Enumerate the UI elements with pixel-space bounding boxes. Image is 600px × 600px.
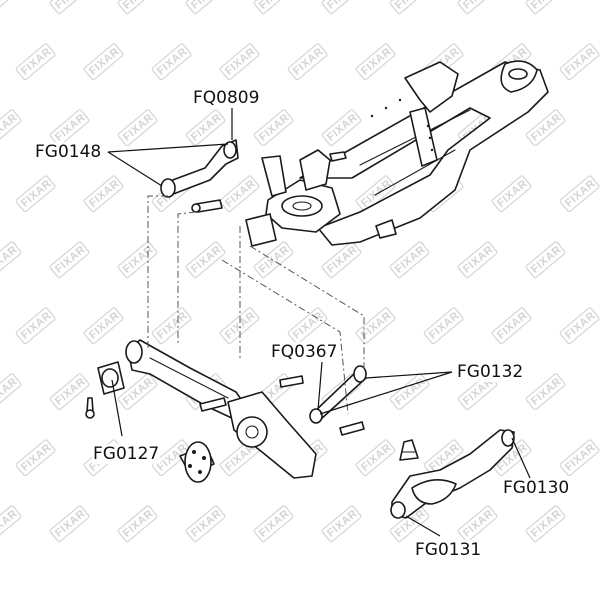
watermark-logo: FIXAR [0,241,22,279]
watermark-logo: FIXAR [15,439,56,477]
watermark-logo: FIXAR [287,43,328,81]
watermark-logo: FIXAR [0,0,22,15]
watermark-logo: FIXAR [253,505,294,543]
svg-text:FIXAR: FIXAR [257,0,292,12]
watermark-logo: FIXAR [83,307,124,345]
watermark-logo: FIXAR [559,43,600,81]
watermark-logo: FIXAR [185,241,226,279]
watermark-logo: FIXAR [151,307,192,345]
lower-control-arm [390,429,515,519]
svg-text:FIXAR: FIXAR [461,0,496,12]
label-fq0809: FQ0809 [192,88,261,108]
watermark-logo: FIXAR [355,307,396,345]
watermark-logo: FIXAR [49,0,90,15]
watermark-logo: FIXAR [253,109,294,147]
watermark-logo: FIXAR [321,0,362,15]
watermark-logo: FIXAR [491,175,532,213]
watermark-logo: FIXAR [423,307,464,345]
leader-lines [107,108,531,537]
watermark-logo: FIXAR [389,0,430,15]
watermark-logo: FIXAR [15,307,56,345]
watermark-logo: FIXAR [83,175,124,213]
watermark-logo: FIXAR [525,373,566,411]
label-fg0131: FG0131 [414,540,483,560]
label-fg0130: FG0130 [502,478,571,498]
watermark-logo: FIXAR [117,373,158,411]
watermark-logo: FIXAR [49,505,90,543]
svg-text:FIXAR: FIXAR [121,0,156,12]
watermark-logo: FIXAR [559,439,600,477]
watermark-logo: FIXAR [355,439,396,477]
watermark-logo: FIXAR [525,241,566,279]
watermark-logo: FIXAR [321,241,362,279]
alignment-lines [147,195,365,415]
watermark-logo: FIXAR [49,373,90,411]
watermark-logo: FIXAR [525,505,566,543]
watermark-logo: FIXAR [219,43,260,81]
svg-text:FIXAR: FIXAR [325,0,360,12]
watermark-logo: FIXAR [389,373,430,411]
svg-text:FIXAR: FIXAR [393,0,428,12]
watermark-logo: FIXAR [525,109,566,147]
upper-link-arm [160,139,239,198]
watermark-logo: FIXAR [457,0,498,15]
watermark-logo: FIXAR [0,505,22,543]
svg-text:FIXAR: FIXAR [53,0,88,12]
label-fg0132: FG0132 [456,362,525,382]
watermark-logo: FIXAR [117,0,158,15]
watermark-logo: FIXAR [49,241,90,279]
svg-text:FIXAR: FIXAR [189,0,224,12]
watermark-logo: FIXAR [185,109,226,147]
watermark-logo: FIXAR [321,505,362,543]
label-fg0148: FG0148 [34,142,103,162]
watermark-logo: FIXAR [151,43,192,81]
watermark-logo: FIXAR [15,175,56,213]
svg-text:FIXAR: FIXAR [0,0,20,12]
watermark-logo: FIXAR [389,241,430,279]
wheel-knuckle [179,391,317,483]
watermark-logo: FIXAR [185,505,226,543]
watermark-logo: FIXAR [355,43,396,81]
watermark-logo: FIXAR [83,43,124,81]
rear-subframe [191,60,549,247]
watermark-logo: FIXAR [559,307,600,345]
trailing-arm [85,339,251,421]
watermark-logo: FIXAR [0,109,22,147]
watermark-logo: FIXAR [117,241,158,279]
label-fg0127: FG0127 [92,444,161,464]
watermark-logo: FIXAR [559,175,600,213]
watermark-logo: FIXAR [117,505,158,543]
watermark-logo: FIXAR [49,109,90,147]
watermark-logo: FIXAR [117,109,158,147]
bump-stop [399,439,419,461]
watermark-logo: FIXAR [491,307,532,345]
watermark-logo: FIXAR [185,0,226,15]
watermark-logo: FIXAR [253,0,294,15]
svg-text:FIXAR: FIXAR [529,0,564,12]
watermark-logo: FIXAR [0,373,22,411]
label-fq0367: FQ0367 [270,342,339,362]
watermark-logo: FIXAR [457,241,498,279]
watermark-logo: FIXAR [321,109,362,147]
watermark-logo: FIXAR [15,43,56,81]
watermark-logo: FIXAR [525,0,566,15]
watermark-logo: FIXAR [457,505,498,543]
watermark-logo: FIXAR [219,175,260,213]
watermark-logo: FIXAR [253,241,294,279]
